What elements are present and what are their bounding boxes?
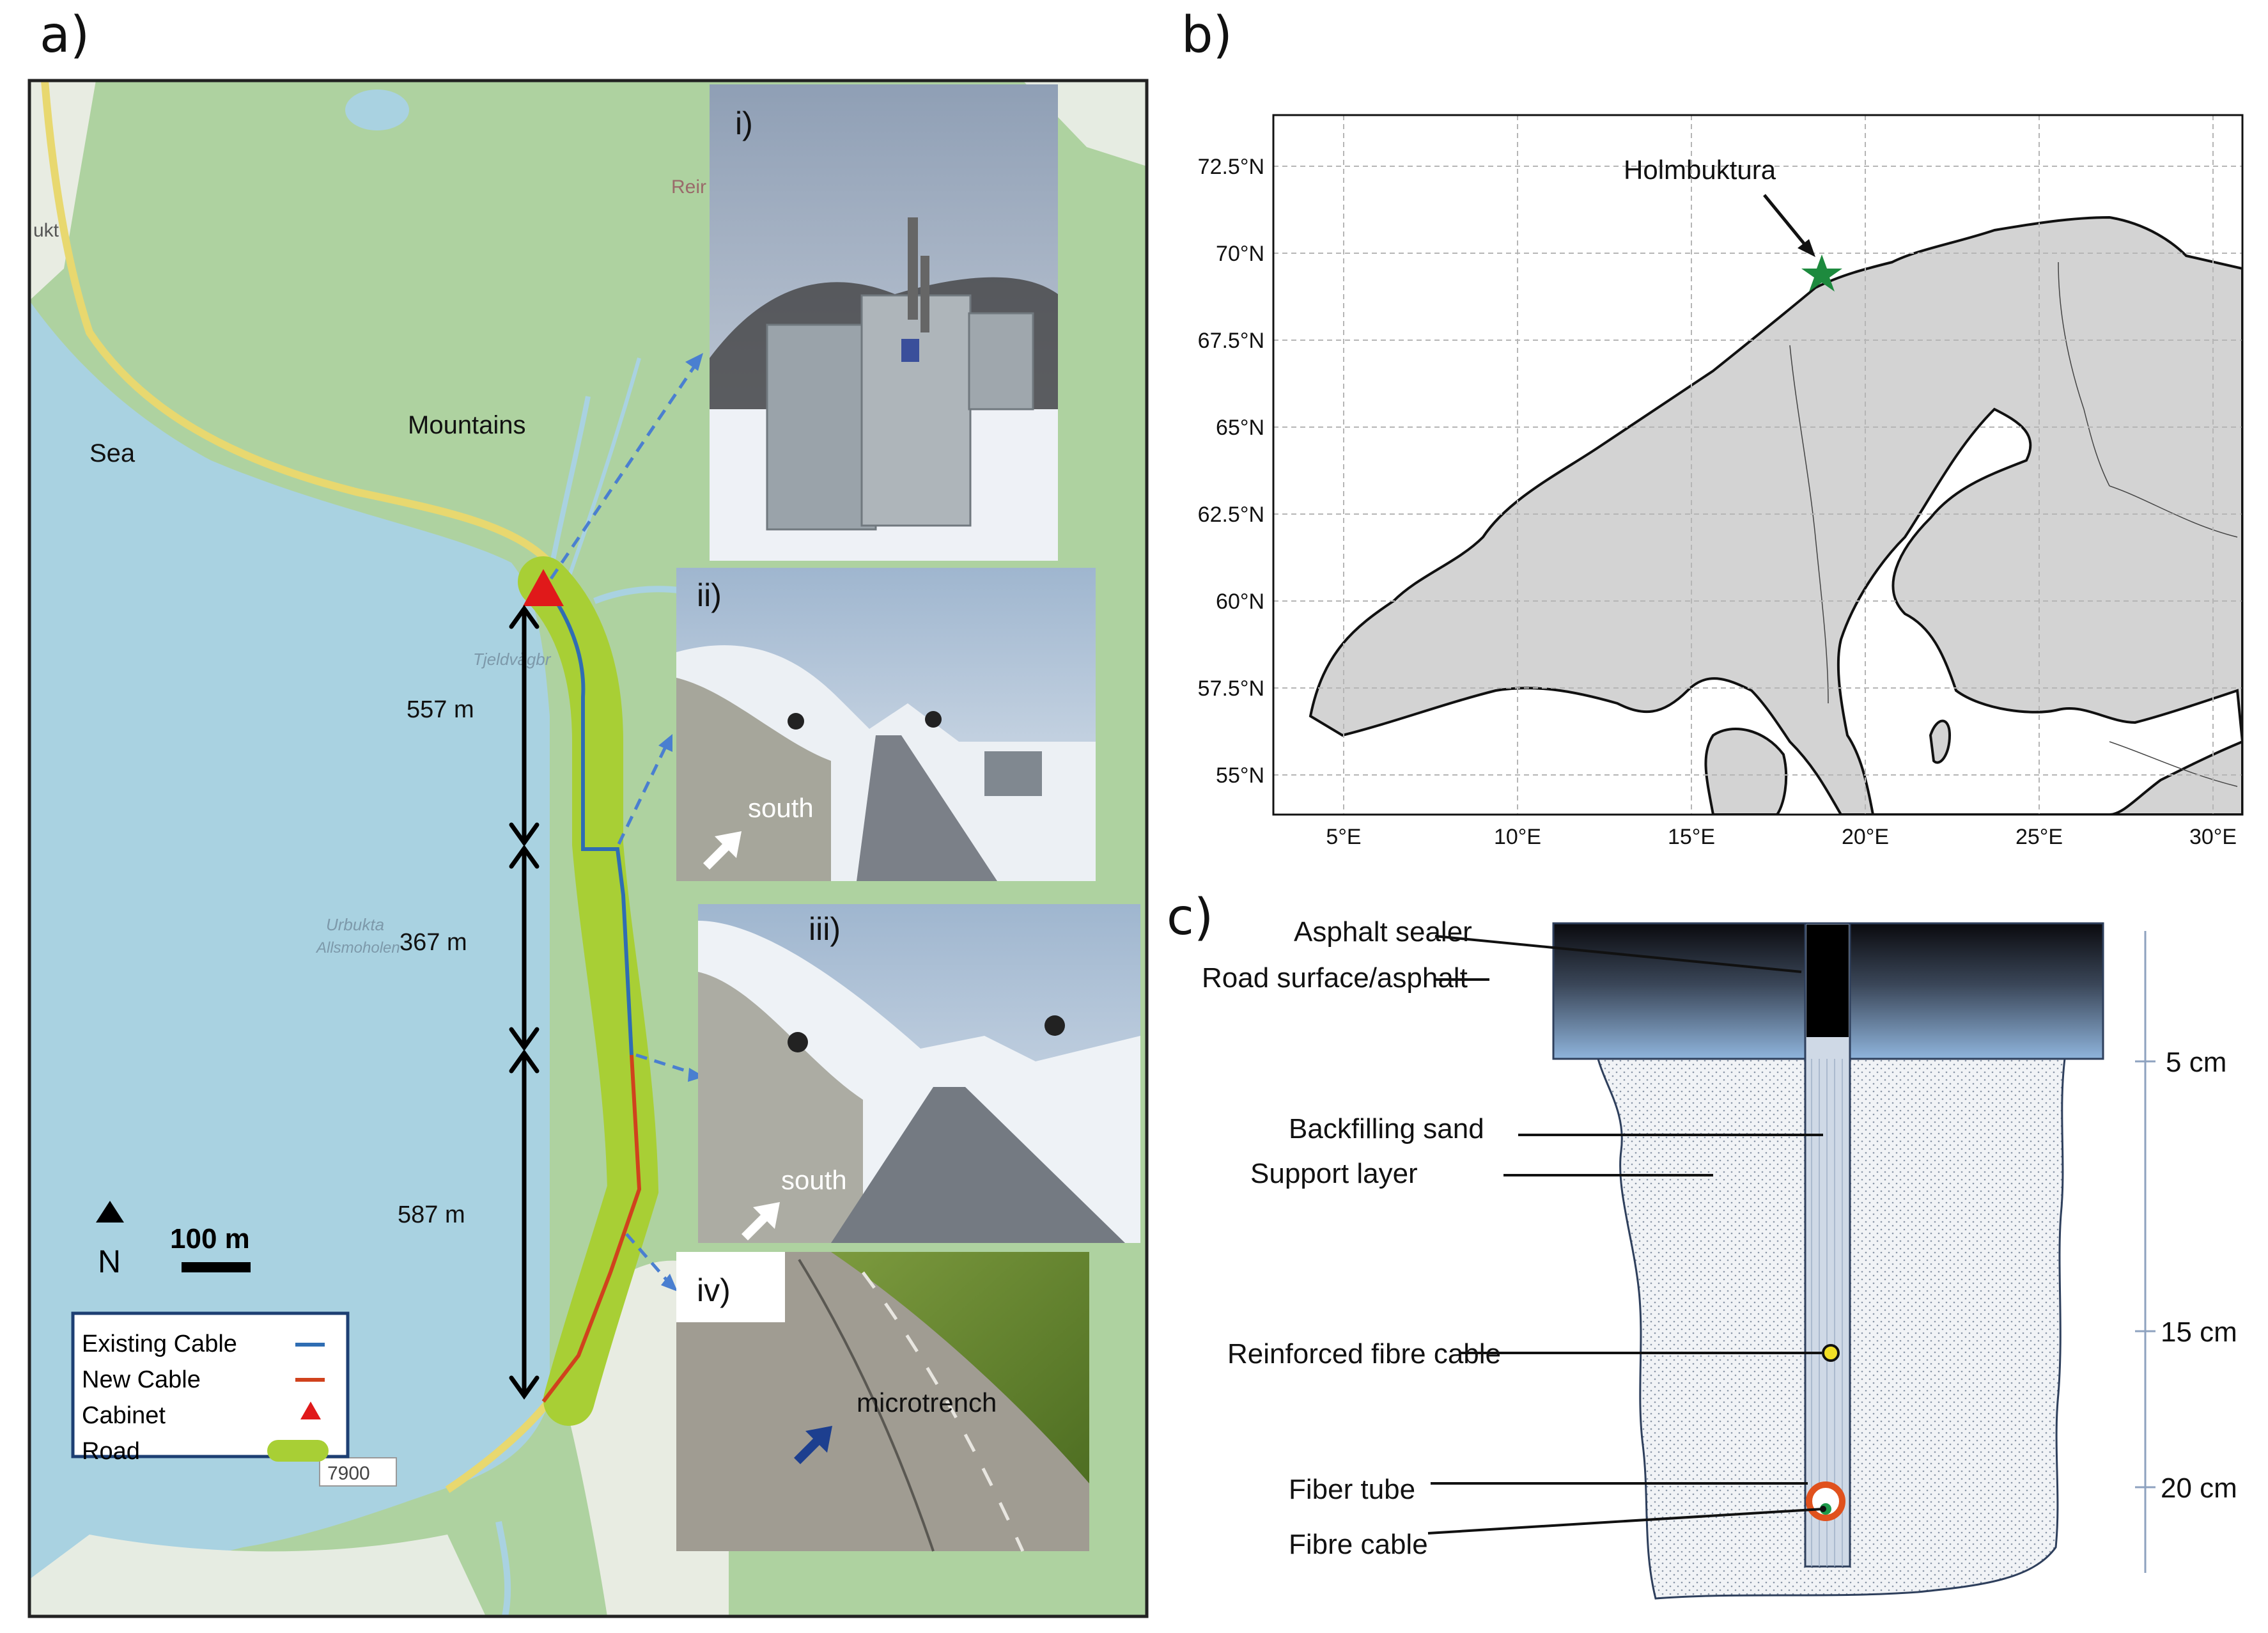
segment-length-3: 587 m	[398, 1201, 465, 1228]
segment-length-1: 557 m	[407, 696, 474, 723]
north-label: N	[98, 1244, 121, 1279]
x-tick-20: 20°E	[1842, 825, 1889, 849]
cabinet-marker	[523, 569, 564, 606]
label-road-surface: Road surface/asphalt	[1202, 962, 1468, 994]
map-label-urbukta: Urbukta	[326, 915, 384, 934]
panel-c-diagram: Asphalt sealer Road surface/asphalt Back…	[1202, 916, 2237, 1600]
mountains-label: Mountains	[408, 411, 526, 439]
new-cable	[541, 1054, 642, 1403]
map-sea	[29, 301, 550, 1586]
legend-road: Road	[82, 1438, 140, 1465]
north-arrow-icon	[96, 1201, 124, 1223]
label-fiber-tube: Fiber tube	[1289, 1474, 1415, 1505]
land-denmark	[1704, 728, 1788, 815]
x-tick-10: 10°E	[1494, 825, 1541, 849]
map-lake	[345, 90, 409, 130]
photo-pointer-heads	[658, 353, 704, 1292]
photo-i-label: i)	[735, 105, 753, 141]
x-tick-15: 15°E	[1668, 825, 1715, 849]
panel-b-map: 72.5°N 70°N 67.5°N 65°N 62.5°N 60°N 57.5…	[1198, 114, 2244, 849]
photo-i: i)	[710, 84, 1058, 561]
leader-lines	[1427, 935, 1824, 1535]
label-fibre-cable: Fibre cable	[1289, 1529, 1428, 1560]
depth-5cm: 5 cm	[2166, 1047, 2226, 1078]
sea-baltic	[1837, 407, 2242, 815]
y-tick-55: 55°N	[1216, 763, 1264, 788]
photo-iv-annotation: microtrench	[857, 1387, 997, 1418]
panel-b-label: b)	[1181, 6, 1232, 64]
road-number: 7900	[327, 1463, 370, 1484]
site-star-icon	[1801, 254, 1842, 292]
panel-a-map: ukt Reir Tjeldvågbr Urbukta Allsmoholen …	[27, 79, 1149, 1618]
photo-pointers	[549, 357, 702, 1286]
photo-iv-label: iv)	[697, 1272, 731, 1308]
graticule	[1273, 115, 2242, 815]
scale-bar	[182, 1262, 251, 1272]
map-lower-left-open	[29, 1535, 486, 1616]
scale-label: 100 m	[170, 1223, 250, 1254]
sea-label: Sea	[89, 439, 136, 467]
map-label-reir: Reir	[671, 176, 706, 198]
photo-ii: ii) south	[676, 568, 1096, 881]
label-backfilling-sand: Backfilling sand	[1289, 1113, 1484, 1145]
road-band	[518, 556, 659, 1426]
land-gotland	[1929, 719, 1952, 764]
y-tick-70: 70°N	[1216, 242, 1264, 266]
depth-15cm: 15 cm	[2161, 1317, 2237, 1348]
photo-ii-arrow-icon	[703, 831, 742, 870]
y-tick-60: 60°N	[1216, 590, 1264, 614]
map-label-ukt: ukt	[33, 220, 59, 241]
photo-ii-label: ii)	[697, 577, 722, 613]
photo-iii-direction: south	[781, 1165, 847, 1195]
legend-cabinet: Cabinet	[82, 1402, 166, 1429]
photo-iii-arrow-icon	[742, 1202, 780, 1240]
map-coastal-road	[41, 81, 553, 566]
photo-iv: iv) microtrench	[676, 1252, 1089, 1552]
segment-length-2: 367 m	[400, 929, 467, 956]
legend-new-cable: New Cable	[82, 1366, 201, 1393]
y-tick-67.5: 67.5°N	[1198, 329, 1264, 353]
label-asphalt-sealer: Asphalt sealer	[1294, 916, 1472, 948]
map-river-2	[561, 357, 641, 596]
legend: Existing Cable New Cable Cabinet Road	[71, 1311, 350, 1465]
y-tick-62.5: 62.5°N	[1198, 503, 1264, 527]
existing-cable	[545, 586, 633, 1056]
map-label-allsmo: Allsmoholen	[315, 939, 400, 957]
site-pointer	[1763, 194, 1809, 249]
country-borders	[1789, 262, 2238, 787]
depth-20cm: 20 cm	[2161, 1473, 2237, 1504]
legend-cabinet-icon	[300, 1402, 321, 1419]
land-scandinavia	[1309, 215, 2242, 815]
photo-iv-arrow-icon	[794, 1426, 832, 1464]
panel-a-label: a)	[40, 6, 90, 64]
asphalt-sealer	[1806, 925, 1849, 1037]
site-pointer-head	[1798, 239, 1815, 257]
map-river-1	[547, 396, 591, 576]
panel-c-label: c)	[1167, 889, 1214, 946]
y-tick-57.5: 57.5°N	[1198, 676, 1264, 701]
x-tick-25: 25°E	[2016, 825, 2063, 849]
label-support-layer: Support layer	[1250, 1158, 1418, 1189]
y-tick-72.5: 72.5°N	[1198, 155, 1264, 179]
panel-b-frame	[1272, 114, 2244, 816]
road-number-box	[319, 1457, 397, 1487]
photo-ii-direction: south	[748, 793, 814, 823]
site-label: Holmbuktura	[1624, 155, 1776, 185]
label-reinforced-fibre-cable: Reinforced fibre cable	[1227, 1338, 1501, 1370]
legend-existing-cable: Existing Cable	[82, 1331, 237, 1357]
map-river-4	[495, 1521, 511, 1616]
legend-road-swatch	[267, 1440, 329, 1462]
x-tick-30: 30°E	[2189, 825, 2237, 849]
map-village-area	[29, 81, 96, 301]
y-tick-65: 65°N	[1216, 416, 1264, 440]
map-southern-road	[445, 1398, 553, 1493]
reinforced-fibre-cable-icon	[1822, 1344, 1840, 1362]
leader-dot	[1820, 1506, 1826, 1512]
panel-a-frame	[27, 79, 1149, 1618]
x-tick-5: 5°E	[1326, 825, 1361, 849]
segment-arrows	[509, 604, 540, 1400]
photo-iii-label: iii)	[809, 911, 841, 947]
map-label-tjeld: Tjeldvågbr	[473, 650, 552, 669]
photo-iii: iii) south	[698, 904, 1140, 1243]
